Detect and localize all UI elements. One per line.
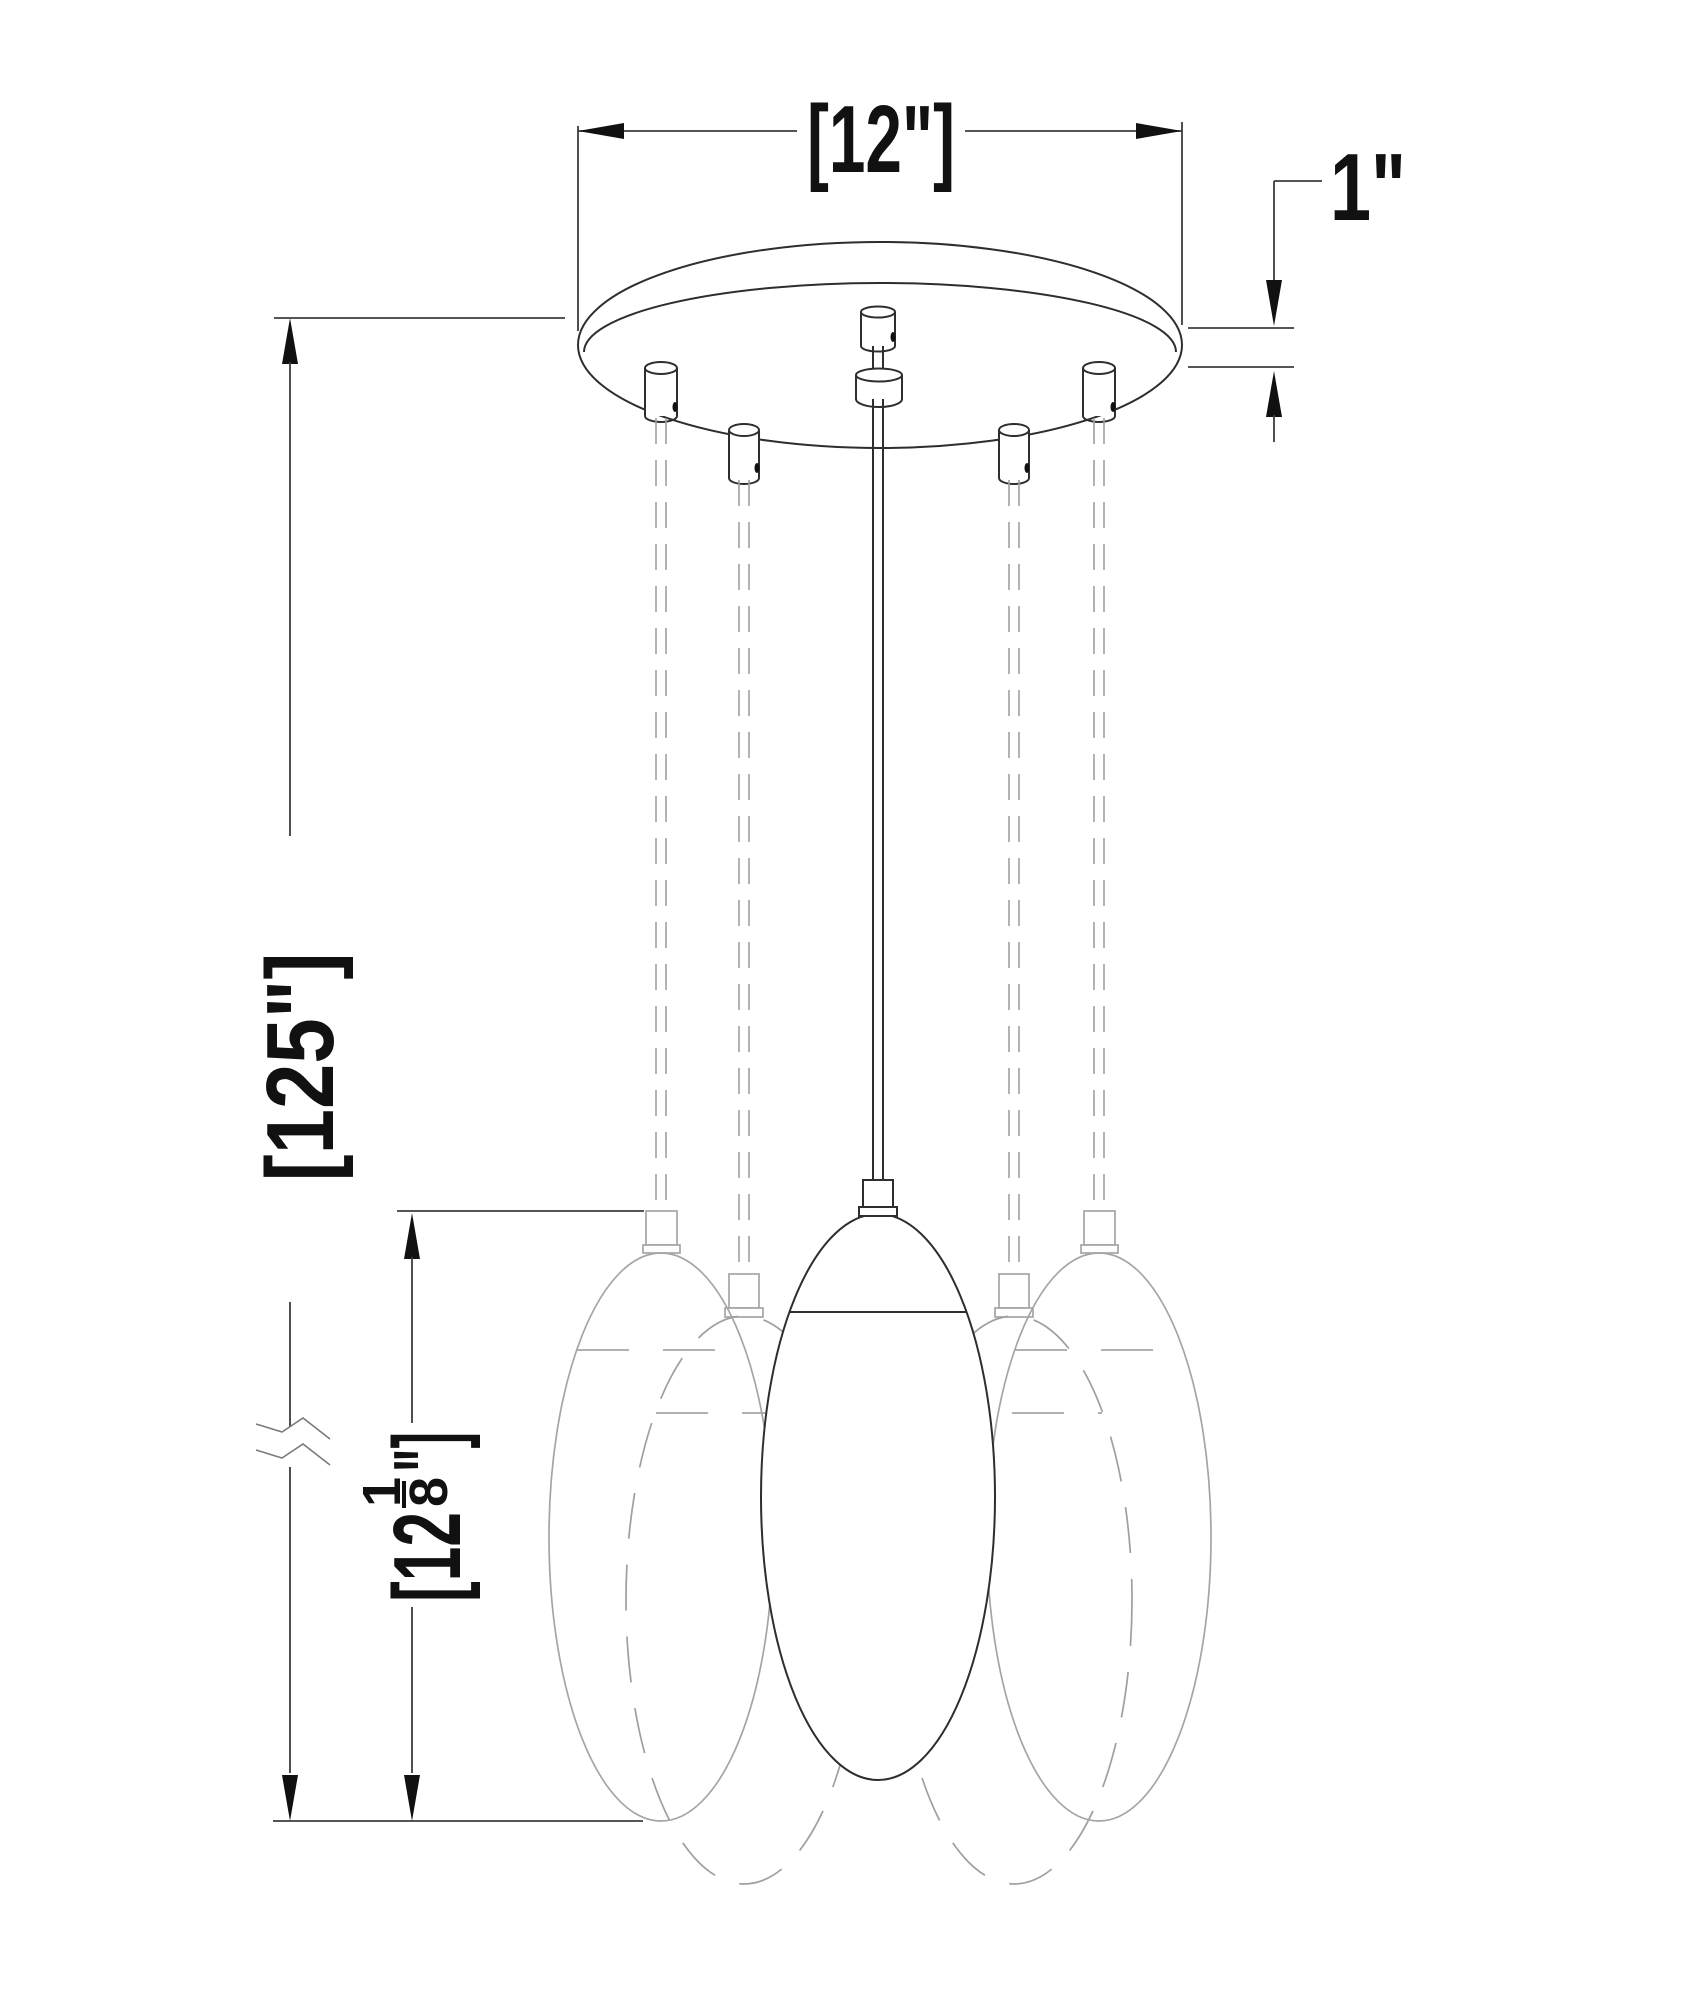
cord-grip-mid-left bbox=[728, 423, 760, 485]
pendant-outer-right bbox=[986, 418, 1212, 1822]
overall-height-label: [125"] bbox=[247, 953, 354, 1182]
socket bbox=[645, 1210, 678, 1246]
cord-grip-far-right bbox=[1082, 361, 1116, 423]
canopy-cord-grips bbox=[644, 305, 1116, 485]
socket bbox=[728, 1273, 760, 1309]
shade-height-fraction-denominator: 8 bbox=[399, 1477, 459, 1507]
canopy-thickness-label: 1" bbox=[1330, 134, 1406, 241]
canopy-width-label: [12"] bbox=[807, 86, 955, 193]
grip-set-screw-icon bbox=[890, 332, 896, 342]
glass-shade bbox=[548, 1252, 774, 1822]
canopy-inner-edge bbox=[583, 282, 1177, 353]
glass-shade bbox=[986, 1252, 1212, 1822]
cord-grip-center bbox=[855, 305, 903, 408]
socket-collar bbox=[1080, 1244, 1119, 1254]
shade-height-label-prefix: [12 bbox=[374, 1512, 481, 1602]
arrowhead-right-icon bbox=[1136, 123, 1182, 139]
glass-shade bbox=[760, 1213, 996, 1781]
socket-collar bbox=[858, 1206, 898, 1217]
cord-grip-far-left bbox=[644, 361, 678, 423]
socket-collar bbox=[994, 1307, 1034, 1318]
socket-collar bbox=[642, 1244, 681, 1254]
grip-set-screw-icon bbox=[672, 402, 678, 412]
arrowhead-up-icon bbox=[1266, 371, 1282, 417]
arrowhead-up-icon bbox=[404, 1213, 420, 1259]
cord-grip-mid-right bbox=[998, 423, 1030, 485]
socket-collar bbox=[724, 1307, 764, 1318]
dim-shade-height: [12 1 8 "] bbox=[352, 1210, 644, 1821]
arrowhead-down-icon bbox=[282, 1775, 298, 1821]
dim-overall-height: [125"] bbox=[247, 317, 643, 1822]
grip-set-screw-icon bbox=[1110, 402, 1116, 412]
grip-set-screw-icon bbox=[1024, 463, 1030, 473]
dim-canopy-thickness: 1" bbox=[1188, 134, 1406, 442]
socket bbox=[1083, 1210, 1116, 1246]
socket bbox=[862, 1179, 894, 1208]
arrowhead-left-icon bbox=[578, 123, 624, 139]
break-symbol-icon bbox=[255, 1417, 331, 1440]
shade-height-label-suffix: "] bbox=[374, 1432, 481, 1472]
pendant-center bbox=[760, 1179, 996, 1781]
socket bbox=[998, 1273, 1030, 1309]
break-symbol-icon bbox=[255, 1443, 331, 1466]
arrowhead-down-icon bbox=[1266, 280, 1282, 326]
pendant-back-left bbox=[625, 480, 863, 1885]
arrowhead-down-icon bbox=[404, 1775, 420, 1821]
dim-canopy-width: [12"] bbox=[577, 86, 1183, 331]
grip-set-screw-icon bbox=[754, 463, 760, 473]
arrowhead-up-icon bbox=[282, 318, 298, 364]
